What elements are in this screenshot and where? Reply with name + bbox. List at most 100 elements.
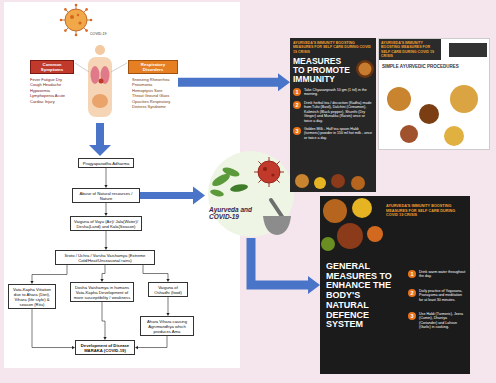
- virus-icon: [269, 157, 270, 161]
- node-body: Take Chyavanprash 10 gm (1 tsf) in the m…: [304, 88, 373, 97]
- spice-bowls: [323, 199, 347, 223]
- node-text: Common Symptoms: [30, 60, 74, 74]
- virus-icon: [64, 29, 67, 32]
- node-text: Development of Disease MARAKA (COVID-19): [78, 343, 132, 353]
- node-text: AYURVEDA'S IMMUNITY BOOSTING MEASURES FO…: [386, 204, 464, 218]
- callout-number: 2: [408, 289, 416, 297]
- callout-number: 2: [293, 101, 301, 109]
- block-arrow: [140, 187, 205, 205]
- block-arrow-shaft: [251, 238, 309, 285]
- node-text: Pragyaparadha Adharma: [81, 161, 131, 166]
- virus-icon: [263, 167, 267, 171]
- virus-icon: [254, 157, 284, 187]
- node-text: Ahara Vihara causing Agnimandhya which p…: [143, 319, 191, 334]
- virus-icon: [78, 21, 81, 24]
- connector: [166, 297, 169, 316]
- leader-line: [111, 63, 127, 72]
- mortar-pestle: [263, 200, 291, 235]
- human-body: [99, 79, 104, 84]
- virus-icon: [258, 161, 280, 183]
- connector: [32, 309, 75, 349]
- spice-bowls: [444, 126, 464, 146]
- process-box: Sroto / Uchra / Varsha Vaishamya (Extrem…: [55, 250, 155, 265]
- mortar-pestle: [271, 200, 283, 218]
- arrowhead: [135, 346, 138, 349]
- connector-line: [106, 203, 107, 213]
- connector: [135, 336, 167, 349]
- node-text: Vaiguna of Oshadhi (food): [151, 285, 185, 295]
- virus-icon: [85, 8, 88, 11]
- poster: AYURVEDA'S IMMUNITY BOOSTING MEASURES FO…: [320, 196, 470, 374]
- node-body: SIMPLE AYURVEDIC PROCEDURES: [382, 64, 486, 69]
- human-body: [88, 45, 112, 117]
- connector: [30, 265, 67, 284]
- down-arrow: [96, 123, 104, 145]
- block-arrow-shaft: [140, 192, 194, 199]
- virus-icon: [70, 15, 74, 19]
- connector-line: [102, 265, 105, 279]
- process-box: Pragyaparadha Adharma: [78, 158, 134, 168]
- node-text: Respiratory Disorders: [128, 60, 178, 74]
- ayurveda-illustration: [208, 151, 294, 237]
- numbered-step: 3Golden Milk - Half tea spoon Haldi (tur…: [293, 127, 373, 140]
- herb-leaves: [230, 183, 249, 193]
- arrowhead: [193, 187, 205, 205]
- human-body: [92, 94, 108, 108]
- tea-cup: [356, 60, 374, 78]
- herb-leaves: [221, 166, 240, 179]
- virus-icon: [77, 14, 79, 16]
- numbered-step: 3Use Haldi (Turmeric), Jeera (Cumin), Dh…: [408, 312, 466, 330]
- connector: [104, 231, 107, 250]
- numbered-step: 2Drink herbal tea / decoction (Kadha) ma…: [293, 101, 373, 123]
- leader-line: [75, 63, 89, 72]
- down-arrow: [89, 123, 111, 156]
- node-body: Drink warm water throughout the day.: [419, 270, 466, 279]
- node-text: AYURVEDA'S IMMUNITY BOOSTING MEASURES FO…: [293, 41, 373, 54]
- connector-line: [32, 309, 72, 347]
- connector: [104, 203, 107, 216]
- block-arrow: [251, 238, 320, 294]
- human-body: [91, 66, 100, 84]
- outcome-box: Development of Disease MARAKA (COVID-19): [75, 340, 135, 355]
- virus-icon: [60, 4, 93, 37]
- ayurveda-illustration: [205, 150, 297, 238]
- node-body: Sneezing Rhinorrhea Pneumonia Hemoptysis…: [132, 77, 172, 109]
- poster: AYURVEDA'S IMMUNITY BOOSTING MEASURES FO…: [290, 38, 376, 192]
- block-arrow-shaft: [178, 78, 279, 87]
- arrowhead: [278, 73, 290, 91]
- human-body: [88, 57, 112, 117]
- connector: [102, 302, 107, 340]
- spice-bowls: [450, 85, 478, 113]
- spice-bowls: [314, 177, 326, 189]
- numbered-step: 2Daily practice of Yogasana, Pranayama a…: [408, 289, 466, 302]
- callout-number: 3: [293, 127, 301, 135]
- node-body: Fever Fatigue Dry Cough Headache Hypoxem…: [30, 77, 68, 104]
- tea-cup: [359, 63, 372, 76]
- node-text: AYURVEDA'S IMMUNITY BOOSTING MEASURES FO…: [379, 39, 441, 60]
- spice-bowls: [331, 174, 345, 188]
- virus-icon: [75, 4, 78, 7]
- connector-line: [32, 265, 67, 281]
- process-box: Vaiguna of Vayu (Air)/ Jala(Water)/ Desh…: [70, 216, 142, 231]
- connector-line: [168, 297, 169, 313]
- spice-bowls: [352, 198, 372, 218]
- node-body: GENERAL MEASURES TO ENHANCE THE BODY'S N…: [326, 262, 404, 330]
- spice-bowls: [321, 198, 383, 251]
- connector-line: [138, 336, 167, 347]
- numbered-step: 1Drink warm water throughout the day.: [408, 270, 466, 279]
- process-box: Abuse of Natural resources / Nature: [72, 188, 140, 203]
- connector: [104, 168, 107, 188]
- spice-bowls: [419, 104, 439, 124]
- node-text: Vaiguna of Vayu (Air)/ Jala(Water)/ Desh…: [73, 219, 139, 229]
- virus-icon: [254, 172, 258, 173]
- node-text: Ayurveda and COVID-19: [209, 206, 259, 221]
- virus-icon: [64, 8, 67, 11]
- callout-number: 3: [408, 312, 416, 320]
- process-box: Vaiguna of Oshadhi (food): [148, 282, 188, 297]
- spice-bowls: [337, 223, 363, 249]
- virus-icon: [277, 180, 280, 183]
- spice-bowls: [351, 176, 365, 190]
- down-arrow: [89, 145, 111, 156]
- node-text: Sroto / Uchra / Varsha Vaishamya (Extrem…: [58, 253, 152, 263]
